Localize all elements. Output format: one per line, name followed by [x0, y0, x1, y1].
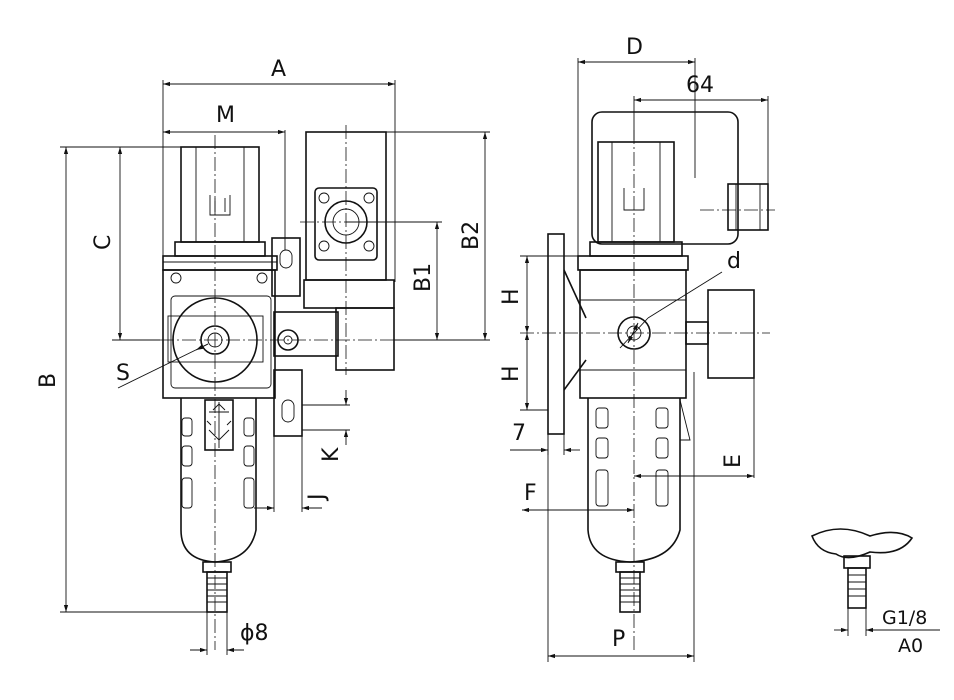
label-J: J [305, 494, 330, 503]
label-d: d [727, 249, 741, 274]
label-B1: B1 [411, 263, 436, 292]
label-H-upper: H [499, 288, 524, 305]
drain-detail [810, 528, 940, 636]
filter-bowl [180, 398, 257, 613]
filter-body [162, 269, 276, 399]
label-G1-8: G1/8 [882, 607, 927, 629]
dimension-labels: A M B C B1 B2 S K J ϕ8 D 64 d H H 7 E F … [36, 35, 927, 657]
label-64: 64 [686, 73, 714, 98]
label-F: F [524, 481, 537, 506]
regulator-knob [162, 146, 278, 271]
front-view [60, 80, 490, 655]
label-K: K [319, 447, 344, 462]
label-P: P [612, 627, 625, 652]
side-view [510, 58, 775, 662]
label-A0: A0 [898, 635, 923, 657]
label-phi8: ϕ8 [240, 621, 269, 646]
mounting-bracket [271, 237, 303, 437]
label-E: E [721, 454, 746, 468]
label-B2: B2 [459, 221, 484, 250]
label-S: S [116, 361, 130, 386]
label-B: B [36, 373, 61, 388]
label-M: M [216, 103, 235, 128]
label-A: A [271, 57, 286, 82]
label-7: 7 [512, 421, 526, 446]
label-D: D [626, 35, 643, 60]
label-C: C [91, 235, 116, 250]
pressure-switch [273, 131, 395, 371]
label-H-lower: H [499, 365, 524, 382]
